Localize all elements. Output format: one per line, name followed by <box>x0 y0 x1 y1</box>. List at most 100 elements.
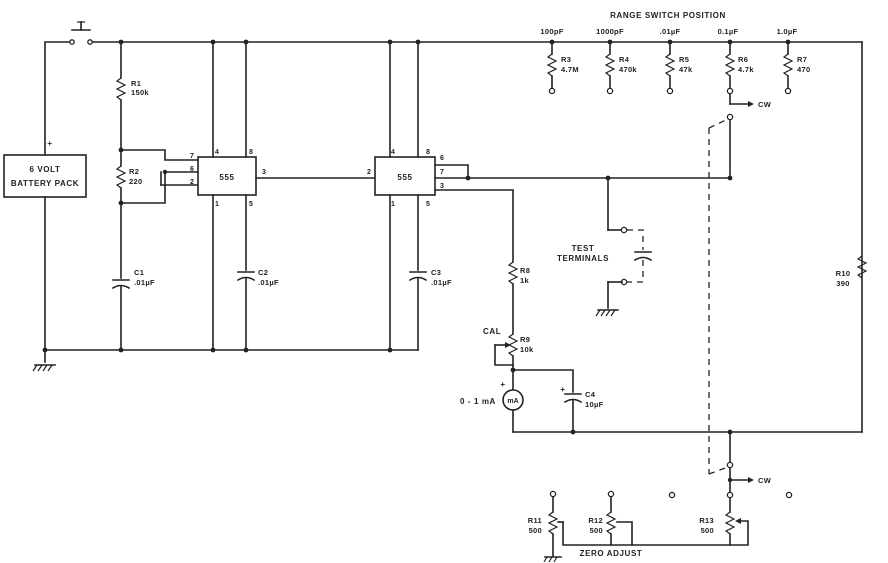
resistor-r3: R3 4.7M <box>546 39 579 95</box>
ic1-555-timer: 555 7 6 2 4 8 3 1 5 <box>190 149 266 208</box>
r9-value: 10k <box>520 345 534 354</box>
test-label-line1: TEST <box>572 244 595 253</box>
potentiometer-r13[interactable]: R13 500 <box>699 511 749 546</box>
resistor-r2: R2 220 <box>115 149 142 204</box>
r7-value: 470 <box>797 65 810 74</box>
r11-value: 500 <box>529 526 542 535</box>
battery-label-line1: 6 VOLT <box>29 165 60 174</box>
r1-value: 150k <box>131 88 149 97</box>
ic2-pin1: 1 <box>391 201 395 208</box>
capacitor-c2: C2 .01µF <box>236 268 279 351</box>
c4-plus-sign: + <box>560 385 565 394</box>
r5-ref: R5 <box>679 55 689 64</box>
r12-value: 500 <box>590 526 603 535</box>
ic2-label: 555 <box>397 173 412 182</box>
c4-ref: C4 <box>585 390 596 399</box>
r8-ref: R8 <box>520 266 530 275</box>
r9-ref: R9 <box>520 335 530 344</box>
resistor-r10: R10 390 <box>836 255 868 288</box>
ground-symbol-test <box>595 309 619 317</box>
c1-value: .01µF <box>134 278 155 287</box>
resistor-r4: R4 470k <box>604 39 637 95</box>
range-label-4: 0.1µF <box>718 27 739 36</box>
r2-ref: R2 <box>129 167 139 176</box>
range-switch-title: RANGE SWITCH POSITION <box>610 11 726 20</box>
test-terminals[interactable]: TEST TERMINALS <box>557 177 628 309</box>
capacitor-c4: + C4 10µF <box>560 385 604 433</box>
ic1-pin8: 8 <box>249 149 253 156</box>
milliammeter: mA + 0 - 1 mA <box>460 369 524 433</box>
ic2-pin8: 8 <box>426 149 430 156</box>
ic2-555-timer: 555 2 4 8 6 7 3 1 5 <box>367 149 444 208</box>
r3-ref: R3 <box>561 55 571 64</box>
r10-ref: R10 <box>836 269 851 278</box>
ic1-pin4: 4 <box>215 149 219 156</box>
power-switch[interactable] <box>69 21 93 45</box>
cal-label: CAL <box>483 327 501 336</box>
potentiometer-r12[interactable]: R12 500 <box>588 490 633 546</box>
r12-ref: R12 <box>588 516 603 525</box>
c1-ref: C1 <box>134 268 144 277</box>
resistor-r1: R1 150k <box>115 41 149 151</box>
r6-value: 4.7k <box>738 65 754 74</box>
r10-value: 390 <box>836 279 849 288</box>
ic2-pin4: 4 <box>391 149 395 156</box>
capacitor-c3: C3 .01µF <box>408 268 452 351</box>
r3-value: 4.7M <box>561 65 579 74</box>
resistor-r5: R5 47k <box>664 39 693 95</box>
ic1-pin1: 1 <box>215 201 219 208</box>
ic2-pin5: 5 <box>426 201 430 208</box>
ground-symbol-zero <box>543 556 562 563</box>
range-switch-lower[interactable]: CW <box>668 431 793 513</box>
c2-ref: C2 <box>258 268 268 277</box>
range-label-1: 100pF <box>540 27 563 36</box>
r8-value: 1k <box>520 276 529 285</box>
c2-value: .01µF <box>258 278 279 287</box>
capacitor-under-test <box>627 229 653 283</box>
meter-plus-sign: + <box>500 380 505 389</box>
range-label-5: 1.0µF <box>777 27 798 36</box>
resistor-r8: R8 1k <box>507 261 530 335</box>
r4-value: 470k <box>619 65 637 74</box>
cw-label-upper: CW <box>758 100 772 109</box>
r13-value: 500 <box>701 526 714 535</box>
ic2-pin7: 7 <box>440 169 444 176</box>
r6-ref: R6 <box>738 55 748 64</box>
ic2-pin2: 2 <box>367 169 371 176</box>
battery-plus-sign: + <box>47 139 52 148</box>
battery-pack: 6 VOLT BATTERY PACK + <box>3 139 87 198</box>
r11-ref: R11 <box>528 516 542 525</box>
ic2-pin3: 3 <box>440 183 444 190</box>
potentiometer-r11[interactable]: R11 500 <box>528 490 564 557</box>
c3-value: .01µF <box>431 278 452 287</box>
c4-value: 10µF <box>585 400 604 409</box>
cw-label-lower: CW <box>758 476 772 485</box>
ic1-pin5: 5 <box>249 201 253 208</box>
ic1-pin2: 2 <box>190 179 194 186</box>
ground-symbol-main <box>32 364 56 372</box>
resistor-r6: R6 4.7k <box>724 39 754 95</box>
resistor-r7: R7 470 <box>782 39 810 95</box>
range-label-2: 1000pF <box>596 27 624 36</box>
ic1-label: 555 <box>219 173 234 182</box>
range-switch-upper[interactable]: CW <box>708 93 772 474</box>
top-rail <box>44 41 863 433</box>
test-label-line2: TERMINALS <box>557 254 609 263</box>
r1-ref: R1 <box>131 79 141 88</box>
bottom-rail <box>42 347 419 363</box>
ic1-pin3: 3 <box>262 169 266 176</box>
r7-ref: R7 <box>797 55 807 64</box>
ic2-pin6: 6 <box>440 155 444 162</box>
potentiometer-r9-cal[interactable]: CAL R9 10k <box>483 327 534 371</box>
r13-ref: R13 <box>699 516 714 525</box>
meter-range-label: 0 - 1 mA <box>460 397 496 406</box>
r2-value: 220 <box>129 177 142 186</box>
zero-adjust-label: ZERO ADJUST <box>580 549 643 558</box>
r5-value: 47k <box>679 65 693 74</box>
ic1-pin6: 6 <box>190 166 194 173</box>
meter-unit: mA <box>507 398 518 405</box>
capacitor-c1: C1 .01µF <box>111 268 155 351</box>
battery-label-line2: BATTERY PACK <box>11 179 79 188</box>
r4-ref: R4 <box>619 55 630 64</box>
